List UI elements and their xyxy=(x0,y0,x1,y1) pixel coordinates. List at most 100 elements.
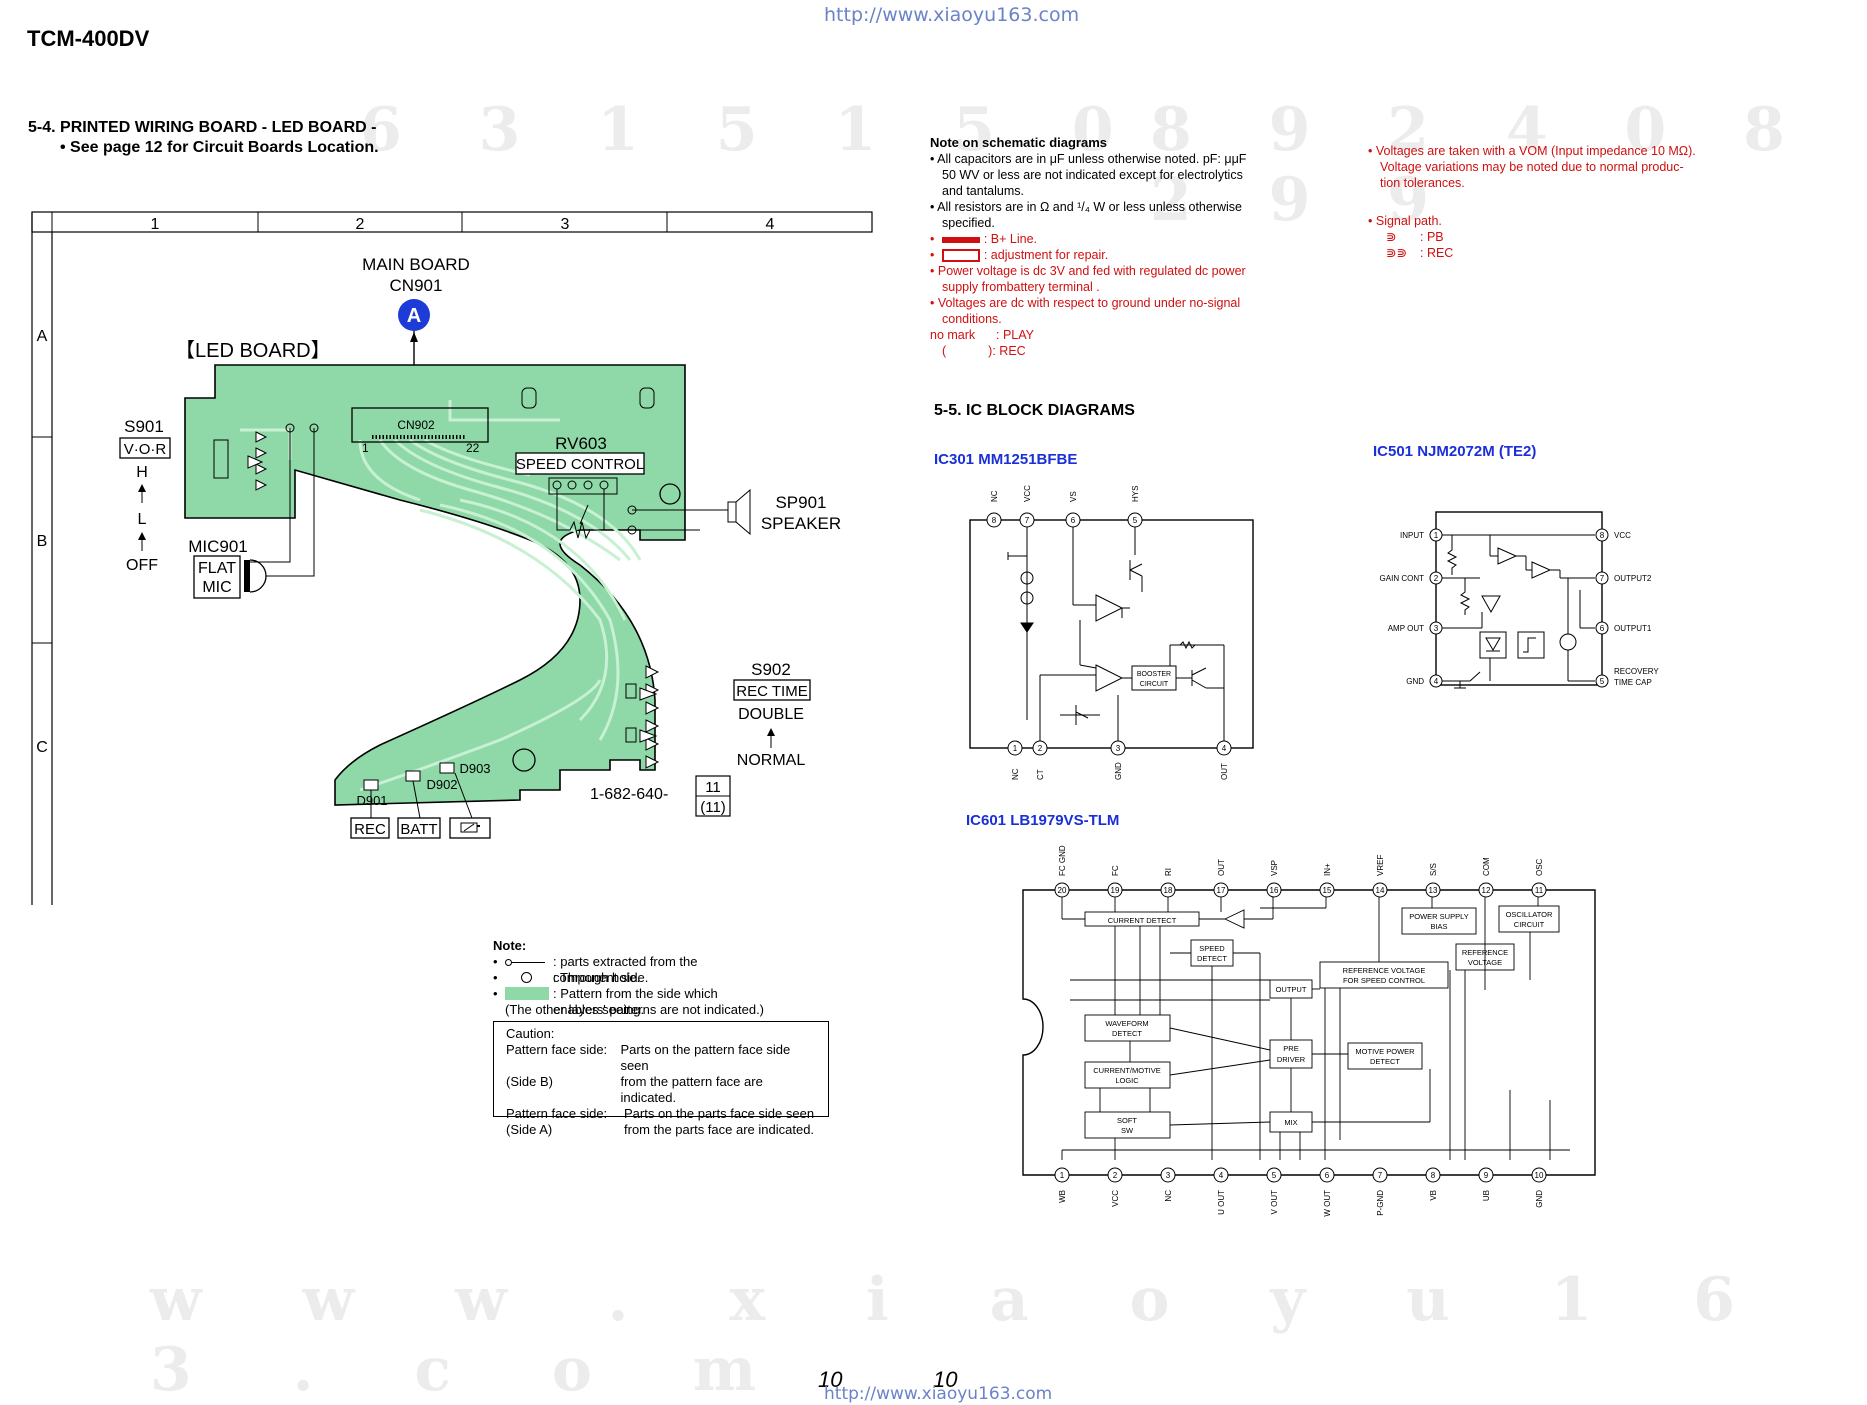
ic601-pin-circle xyxy=(1531,1167,1547,1183)
grid-col-1: 1 xyxy=(151,216,160,233)
note-line: tion tolerances. xyxy=(1380,176,1465,190)
ic301-pin-name: OUT xyxy=(1220,763,1229,780)
ic601-title: IC601 LB1979VS-TLM xyxy=(966,812,1120,829)
caution-box: Caution: Pattern face side:Parts on the … xyxy=(493,1021,829,1137)
ic501-block-diagram: 1 2 3 4 8 7 6 5 INPUT GAIN CONT AMP OUT … xyxy=(1380,511,1659,689)
schematic-notes-right: • Voltages are taken with a VOM (Input i… xyxy=(1368,143,1728,261)
ic601-block-power-supply-1: POWER SUPPLY xyxy=(1409,912,1468,921)
ic601-pin-name: FC xyxy=(1111,865,1120,876)
ic601-block-oscillator-1: OSCILLATOR xyxy=(1506,910,1553,919)
ic301-pin-name: HYS xyxy=(1131,486,1140,502)
note-line: : REC xyxy=(992,344,1026,358)
ic601-pin-number: 18 xyxy=(1164,886,1173,895)
ic601-pin-circle xyxy=(1319,1167,1335,1183)
watermark-url: w w w . x i a o y u 1 6 3 . c o m xyxy=(150,1265,1776,1405)
ic601-pin-circle xyxy=(1425,1167,1441,1183)
top-url[interactable]: http://www.xiaoyu163.com xyxy=(824,4,1080,26)
ic501-pin-number: 4 xyxy=(1434,677,1439,686)
ic601-pin-name: VREF xyxy=(1376,855,1385,876)
ic601-pin-name: FC GND xyxy=(1058,845,1067,876)
ic301-pin-name: GND xyxy=(1114,762,1123,780)
svg-text:CIRCUIT: CIRCUIT xyxy=(1140,681,1169,688)
ic601-block-ref-speed-1: REFERENCE VOLTAGE xyxy=(1343,966,1426,975)
note-line: and tantalums. xyxy=(942,184,1024,198)
s901-label: S901 xyxy=(124,417,164,436)
ic301-block-diagram: 8 7 6 5 1 2 3 4 NC VCC VS HYS NC CT GND … xyxy=(969,485,1254,780)
note-line: Voltages are dc with respect to ground u… xyxy=(937,296,1241,310)
note-line: no mark xyxy=(930,328,976,342)
ic601-pin-circle xyxy=(1266,1167,1282,1183)
ic601-block-speed-detect-1: SPEED xyxy=(1199,944,1225,953)
d903-label: D903 xyxy=(459,761,490,776)
ic301-pin-number: 8 xyxy=(992,516,997,525)
ic601-pin-circle xyxy=(1266,882,1282,898)
note-item-pattern: : Pattern from the side which enables se… xyxy=(553,986,718,1017)
caution-title: Caution: xyxy=(506,1026,555,1041)
adjustment-swatch xyxy=(941,249,980,263)
ic601-pin-name: OUT xyxy=(1217,859,1226,876)
ic601-pin-number: 14 xyxy=(1376,886,1385,895)
bottom-url[interactable]: http://www.xiaoyu163.com xyxy=(824,1384,1053,1404)
ic301-pin-name: NC xyxy=(990,490,999,502)
note-line: : REC xyxy=(1420,246,1454,260)
ic601-block-logic-2: LOGIC xyxy=(1115,1076,1139,1085)
booster-circuit-label: BOOSTER xyxy=(1137,671,1171,678)
ic501-pin-name: TIME CAP xyxy=(1614,678,1652,687)
ic601-pin-circle xyxy=(1372,1167,1388,1183)
s902-normal: NORMAL xyxy=(737,752,806,769)
ic601-pin-circle xyxy=(1160,1167,1176,1183)
rv603-label: RV603 xyxy=(555,434,607,453)
grid-row-b: B xyxy=(37,533,48,550)
ic601-pin-circle xyxy=(1425,882,1441,898)
ic301-pin-name: VCC xyxy=(1023,485,1032,502)
watermark-number-right: 8 9 2 4 0 8 2 9 9 xyxy=(1150,95,1813,235)
ic601-pin-number: 11 xyxy=(1535,886,1544,895)
ic501-pin-number: 3 xyxy=(1434,624,1439,633)
ic601-pin-number: 8 xyxy=(1431,1171,1436,1180)
caution-line: Pattern face side: xyxy=(506,1042,608,1057)
ic601-pin-name: OSC xyxy=(1535,858,1544,876)
ic501-pin-number: 6 xyxy=(1600,624,1605,633)
ic601-pin-name: WB xyxy=(1058,1190,1067,1203)
ic601-block-motive-2: DETECT xyxy=(1370,1057,1400,1066)
ic601-pin-circle xyxy=(1319,882,1335,898)
ic601-pin-number: 5 xyxy=(1272,1171,1277,1180)
s901-l: L xyxy=(138,511,147,528)
ic601-pin-number: 10 xyxy=(1535,1171,1544,1180)
ic501-pin-number: 2 xyxy=(1434,574,1439,583)
ic601-block-soft-1: SOFT xyxy=(1117,1116,1137,1125)
ic601-pin-name: W OUT xyxy=(1323,1190,1332,1217)
note-line: : PLAY xyxy=(996,328,1034,342)
ic601-pin-circle xyxy=(1478,1167,1494,1183)
grid-row-c: C xyxy=(36,739,48,756)
note-line: All resistors are in Ω and ¹/₄ W or less… xyxy=(937,200,1242,214)
note-line: : B+ Line. xyxy=(983,232,1038,246)
ic601-pin-number: 16 xyxy=(1270,886,1279,895)
cn902-pin1: 1 xyxy=(362,441,369,455)
ic601-pin-number: 20 xyxy=(1058,886,1067,895)
ic601-block-ref-voltage-2: VOLTAGE xyxy=(1468,958,1502,967)
note-line: Voltage variations may be noted due to n… xyxy=(1380,160,1684,174)
grid-row-a: A xyxy=(37,328,48,345)
ic601-block-mix: MIX xyxy=(1284,1118,1297,1127)
ic601-pin-number: 13 xyxy=(1429,886,1438,895)
ic601-pin-name: U OUT xyxy=(1217,1190,1226,1215)
ic501-pin-name: VCC xyxy=(1614,531,1631,540)
ic601-pin-circle xyxy=(1213,1167,1229,1183)
ic301-pin-number: 4 xyxy=(1222,744,1227,753)
ic601-pin-name: S/S xyxy=(1429,863,1438,876)
watermark-number-left: 6 3 1 5 1 5 0 xyxy=(360,95,1142,165)
caution-line: Pattern face side: xyxy=(506,1106,608,1121)
b-plus-line-swatch xyxy=(941,236,980,243)
ic301-title: IC301 MM1251BFBE xyxy=(934,451,1078,468)
ic601-pin-circle xyxy=(1107,1167,1123,1183)
grid-col-4: 4 xyxy=(766,216,775,233)
note-line: Power voltage is dc 3V and fed with regu… xyxy=(937,264,1246,278)
ic601-pin-name: IN+ xyxy=(1323,863,1332,876)
ic601-pin-circle xyxy=(1478,882,1494,898)
note-line: : PB xyxy=(1420,230,1444,244)
ic501-pin-name: GND xyxy=(1406,677,1424,686)
d902-label: D902 xyxy=(426,777,457,792)
note-line: : adjustment for repair. xyxy=(983,248,1109,262)
